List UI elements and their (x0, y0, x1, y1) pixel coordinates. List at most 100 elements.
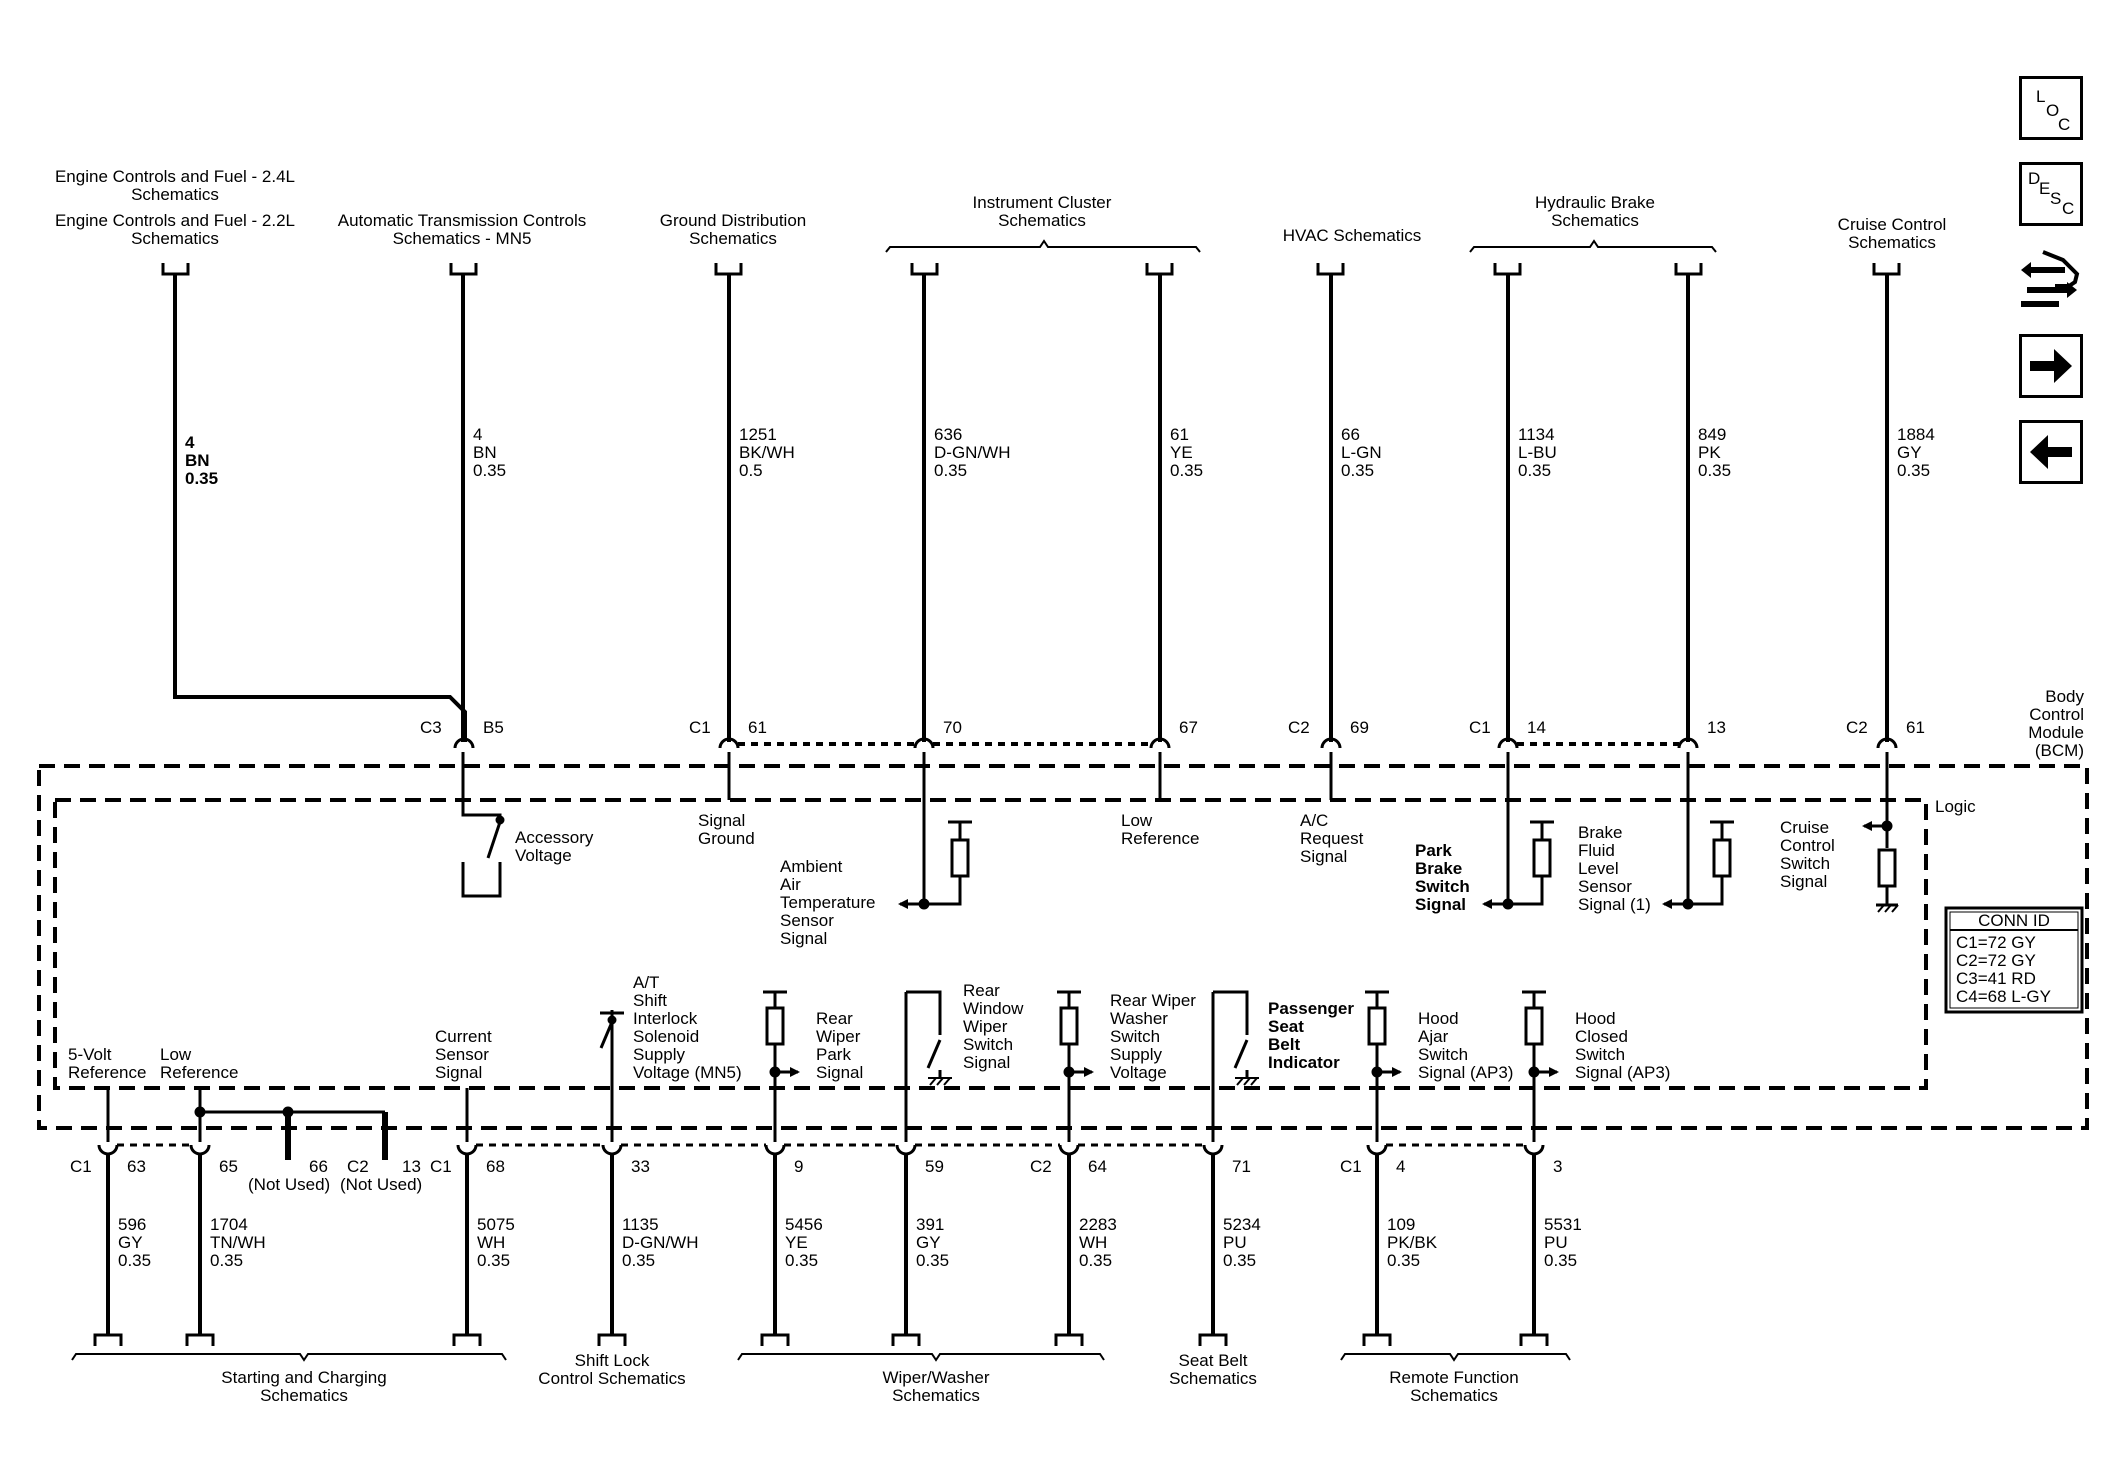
bottom-ground-hatches (928, 1077, 1259, 1086)
internal-top-arrows (898, 820, 1893, 910)
bottom-brackets (71, 1353, 1571, 1362)
bpin: 68 (486, 1157, 505, 1176)
pin-61-b: 61 (1906, 718, 1925, 737)
loc-letter: L (2036, 87, 2046, 106)
bottom-arrows (194, 1066, 1559, 1118)
bpin: 4 (1396, 1157, 1405, 1176)
conn-id-row: C2=72 GY (1956, 951, 2036, 970)
pin-conn-c1-a: C1 (689, 718, 711, 737)
bottom-wires (106, 1154, 1536, 1335)
bpin: 3 (1553, 1157, 1562, 1176)
back-button[interactable] (2019, 420, 2083, 484)
top-wires (173, 274, 1889, 742)
cruise-ground-hatch (1877, 904, 1899, 913)
bpin: 71 (1232, 1157, 1251, 1176)
bcm-outer-box (37, 764, 2089, 1130)
top-terminals (161, 263, 1901, 276)
arrow-left-icon (2030, 435, 2072, 469)
pin-67: 67 (1179, 718, 1198, 737)
conn-id-table: CONN ID C1=72 GY C2=72 GY C3=41 RD C4=68… (1944, 906, 2084, 1014)
bpin: 59 (925, 1157, 944, 1176)
bpin: 63 (127, 1157, 146, 1176)
desc-letter: D (2028, 169, 2041, 188)
not-used-stubs (285, 1112, 388, 1160)
pin-13-a: 13 (1707, 718, 1726, 737)
bpin-note: (Not Used) (340, 1175, 422, 1194)
conn-id-row: C4=68 L-GY (1956, 987, 2051, 1006)
pin-70: 70 (943, 718, 962, 737)
bpin-note: (Not Used) (248, 1175, 330, 1194)
arrow-right-icon (2030, 349, 2072, 383)
pin-14: 14 (1527, 718, 1546, 737)
bpin-conn: C2 (1030, 1157, 1052, 1176)
bpin-conn: C1 (70, 1157, 92, 1176)
connector-swap-button[interactable] (2019, 246, 2083, 320)
desc-button[interactable]: D E S C (2019, 162, 2083, 226)
next-button[interactable] (2019, 334, 2083, 398)
top-pins (453, 737, 1898, 749)
bpin-conn: C1 (430, 1157, 452, 1176)
bpin: 66 (309, 1157, 328, 1176)
connector-swap-icon (2021, 250, 2080, 307)
internal-top (461, 752, 1898, 907)
desc-letter: E (2039, 179, 2051, 198)
conn-id-row: C1=72 GY (1956, 933, 2036, 952)
bottom-pins (97, 1144, 1545, 1156)
pin-61-a: 61 (748, 718, 767, 737)
top-dest-hvac: HVAC Schematics (1283, 226, 1422, 245)
pin-conn-c3: C3 (420, 718, 442, 737)
conn-id-title: CONN ID (1978, 911, 2050, 930)
conn-id-row: C3=41 RD (1956, 969, 2036, 988)
bpin: 33 (631, 1157, 650, 1176)
pin-conn-c1-b: C1 (1469, 718, 1491, 737)
desc-letter: C (2062, 199, 2075, 218)
wire-4-bn-a (173, 274, 467, 742)
loc-button[interactable]: L O C (2019, 76, 2083, 140)
bpin: 9 (794, 1157, 803, 1176)
cluster-bracket (885, 239, 1201, 253)
bpin: 65 (219, 1157, 238, 1176)
pin-69: 69 (1350, 718, 1369, 737)
loc-letter: C (2058, 115, 2071, 134)
logic-label: Logic (1935, 797, 1976, 816)
bpin: 13 (402, 1157, 421, 1176)
